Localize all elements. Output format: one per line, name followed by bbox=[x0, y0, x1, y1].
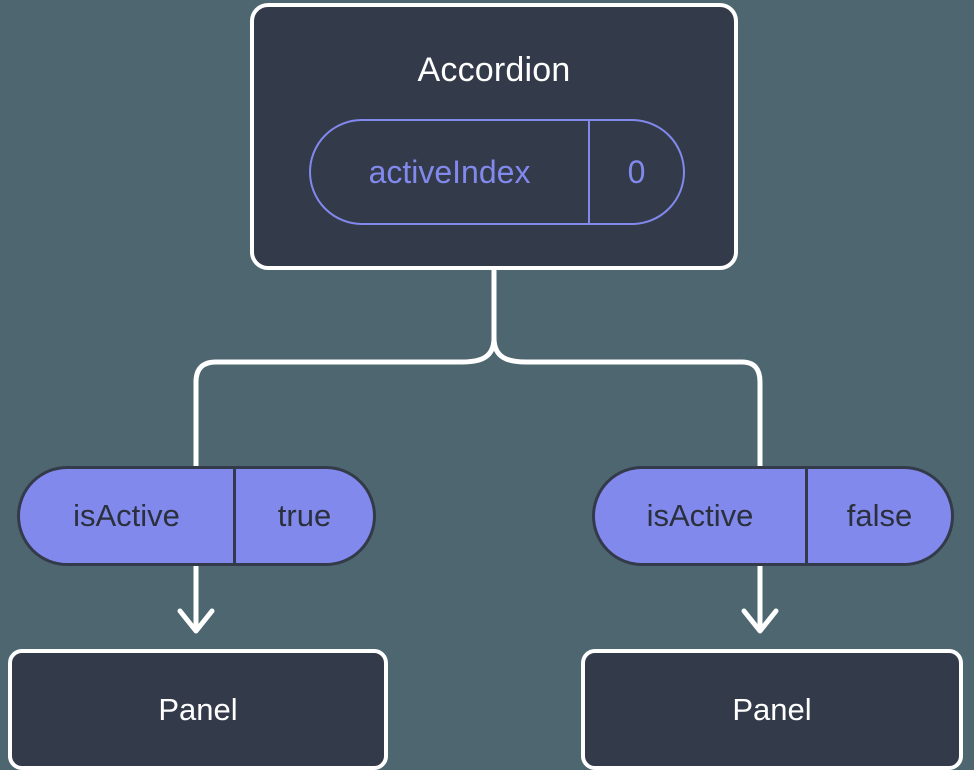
node-accordion[interactable]: Accordion activeIndex 0 bbox=[250, 3, 738, 270]
prop-badge-key: isActive bbox=[595, 469, 808, 563]
arrowhead-left-icon bbox=[177, 608, 215, 634]
prop-badge-key: isActive bbox=[20, 469, 236, 563]
edge-fork-left bbox=[213, 335, 497, 365]
state-badge-key: activeIndex bbox=[311, 121, 590, 223]
prop-badge-is-active-false[interactable]: isActive false bbox=[592, 466, 954, 566]
prop-badge-value: false bbox=[846, 498, 913, 533]
edge-to-right-pill bbox=[741, 359, 763, 470]
prop-badge-value: true bbox=[277, 498, 332, 533]
edge-to-left-pill bbox=[193, 359, 217, 470]
node-panel-right-title: Panel bbox=[732, 691, 812, 727]
node-panel-left[interactable]: Panel bbox=[8, 649, 388, 770]
arrowhead-right-icon bbox=[741, 608, 779, 634]
state-badge-active-index[interactable]: activeIndex 0 bbox=[309, 119, 685, 225]
node-panel-left-title: Panel bbox=[158, 691, 238, 727]
node-panel-right[interactable]: Panel bbox=[581, 649, 963, 770]
edge-fork-right bbox=[491, 335, 745, 365]
node-accordion-title: Accordion bbox=[417, 51, 571, 89]
state-badge-value: 0 bbox=[627, 153, 646, 190]
prop-badge-is-active-true[interactable]: isActive true bbox=[17, 466, 376, 566]
